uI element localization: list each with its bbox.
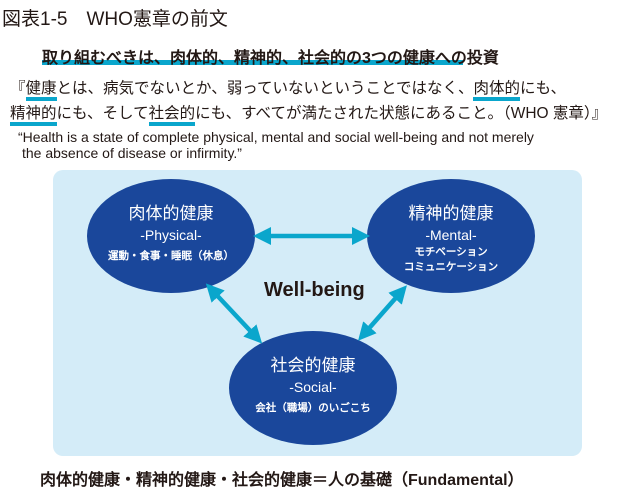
- highlight: 肉体的: [473, 80, 520, 101]
- social-node: 社会的健康 -Social- 会社（職場）のいごこち: [229, 355, 397, 416]
- mental-node: 精神的健康 -Mental- モチベーション コミュニケーション: [367, 203, 535, 275]
- node-desc: モチベーション: [414, 246, 488, 258]
- quote-jp-line1: 『健康とは、病気でないとか、弱っていないということではなく、肉体的にも、: [10, 76, 567, 101]
- figure-title: 図表1-5 WHO憲章の前文: [2, 9, 228, 30]
- node-title: 精神的健康: [408, 204, 494, 223]
- center-label: Well-being: [264, 279, 365, 301]
- text: にも、すべてが満たされた状態にあること。（WHO 憲章）』: [195, 105, 608, 122]
- quote-en-line1: “Health is a state of complete physical,…: [18, 129, 534, 145]
- physical-node: 肉体的健康 -Physical- 運動・食事・睡眠（休息）: [87, 203, 255, 264]
- headline-underline: [42, 60, 463, 65]
- quote-en-line2: the absence of disease or infirmity.”: [22, 145, 242, 161]
- highlight: 健康: [25, 80, 57, 101]
- social-node-shape: [229, 331, 397, 445]
- text: にも、そして: [56, 105, 149, 122]
- footer-caption: 肉体的健康・精神的健康・社会的健康＝人の基礎（Fundamental）: [40, 472, 524, 489]
- text: 『: [10, 80, 26, 97]
- node-title: 社会的健康: [270, 356, 356, 375]
- node-title: 肉体的健康: [128, 204, 214, 223]
- arrow-mental-social: [358, 285, 407, 341]
- text: とは、病気でないとか、弱っていないということではなく、: [56, 80, 474, 97]
- node-subtitle: -Physical-: [140, 227, 202, 243]
- node-desc: 会社（職場）のいごこち: [255, 402, 371, 414]
- node-desc: 運動・食事・睡眠（休息）: [108, 250, 234, 262]
- node-subtitle: -Social-: [289, 379, 337, 395]
- highlight: 精神的: [10, 105, 57, 126]
- physical-node-shape: [87, 179, 255, 293]
- arrow-physical-social: [205, 283, 263, 344]
- mental-node-shape: [367, 179, 535, 293]
- node-subtitle: -Mental-: [425, 227, 477, 243]
- quote-jp-line2: 精神的にも、そして社会的にも、すべてが満たされた状態にあること。（WHO 憲章）…: [10, 101, 608, 126]
- highlight: 社会的: [148, 105, 196, 126]
- headline: 取り組むべきは、肉体的、精神的、社会的の3つの健康への投資: [42, 50, 499, 67]
- text: にも、: [520, 80, 567, 97]
- node-desc: コミュニケーション: [403, 261, 499, 273]
